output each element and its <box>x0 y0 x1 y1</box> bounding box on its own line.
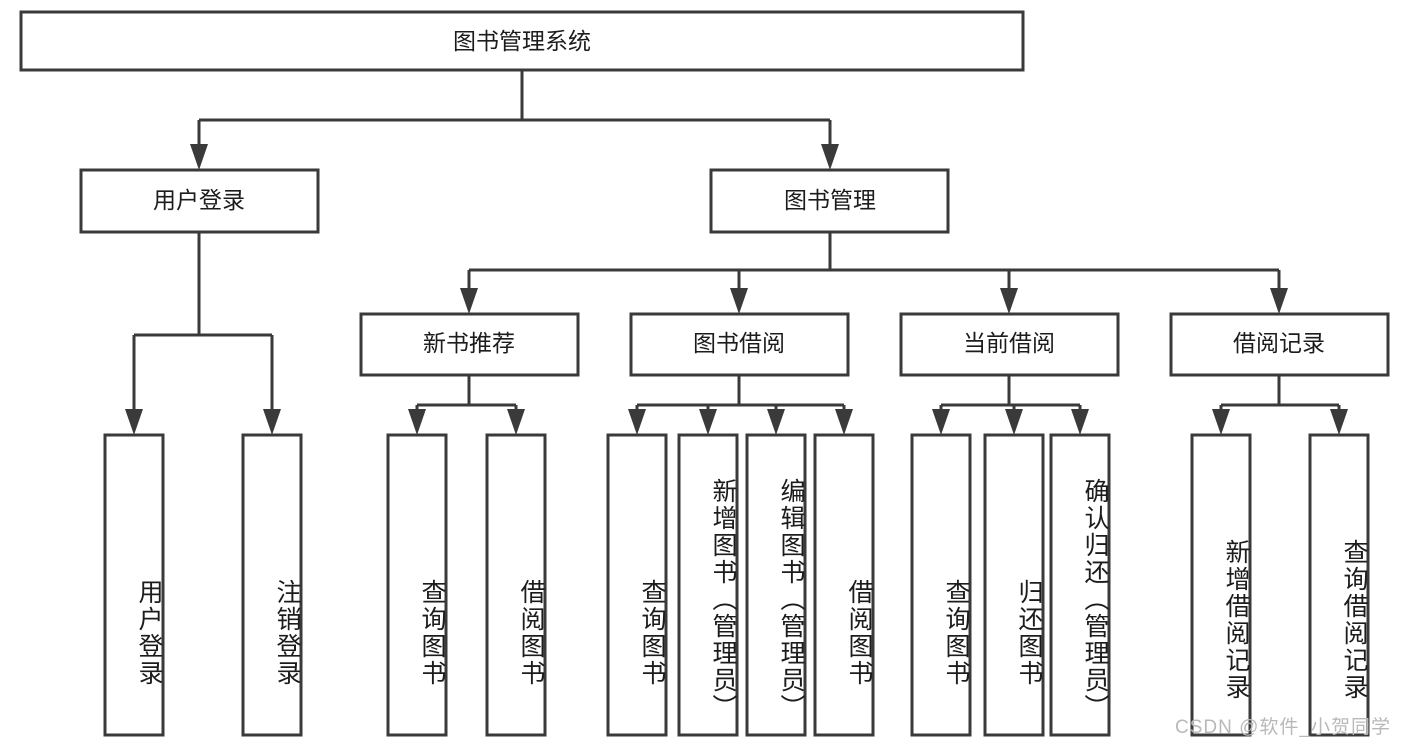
arrow-head-leaf-bb-query <box>628 409 646 435</box>
node-leaf-rec-query-box[interactable] <box>386 433 448 737</box>
node-leaf-cb-query-box[interactable] <box>910 433 972 737</box>
connector-group-user-login-leaves <box>125 232 281 435</box>
node-leaf-br-query-box[interactable] <box>1308 433 1370 737</box>
connector-group-borrow-record-leaves <box>1212 375 1348 435</box>
node-leaf-user-login-box[interactable] <box>103 433 165 737</box>
arrow-head-leaf-user-login <box>125 409 143 435</box>
node-leaf-user-logout-box[interactable] <box>241 433 303 737</box>
node-new-book-rec[interactable]: 新书推荐 <box>359 312 580 377</box>
arrow-head-leaf-cb-return <box>1005 409 1023 435</box>
arrow-head-book-borrow <box>730 288 748 314</box>
node-user-login-label: 用户登录 <box>153 187 245 213</box>
arrow-head-leaf-br-add <box>1212 409 1230 435</box>
csdn-watermark: CSDN @软件_小贺同学 <box>1175 717 1391 738</box>
arrow-head-leaf-cb-query <box>932 409 950 435</box>
node-book-manage-label: 图书管理 <box>784 187 876 213</box>
node-leaf-br-add-box[interactable] <box>1190 433 1252 737</box>
arrow-head-leaf-bb-add <box>699 409 717 435</box>
node-root-label: 图书管理系统 <box>453 28 591 54</box>
connector-group-new-book-rec-leaves <box>408 375 525 435</box>
arrow-head-leaf-rec-borrow <box>507 409 525 435</box>
arrow-head-leaf-cb-confirm <box>1071 409 1089 435</box>
arrow-head-new-book-rec <box>460 288 478 314</box>
arrow-head-leaf-bb-borrow <box>835 409 853 435</box>
node-new-book-rec-label: 新书推荐 <box>423 330 515 356</box>
node-book-borrow[interactable]: 图书借阅 <box>629 312 850 377</box>
arrow-head-borrow-record <box>1270 288 1288 314</box>
node-borrow-record-label: 借阅记录 <box>1233 330 1325 356</box>
node-leaf-bb-edit-box[interactable] <box>745 433 807 737</box>
node-root[interactable]: 图书管理系统 <box>19 10 1025 72</box>
connector-group-current-borrow-leaves <box>932 375 1089 435</box>
node-leaf-bb-add-box[interactable] <box>677 433 739 737</box>
arrow-head-leaf-rec-query <box>408 409 426 435</box>
node-borrow-record-box[interactable] <box>1169 312 1390 377</box>
node-user-login-box[interactable] <box>79 168 320 234</box>
node-book-borrow-label: 图书借阅 <box>693 330 785 356</box>
arrow-head-book-manage <box>821 144 839 170</box>
arrow-head-user-login <box>190 144 208 170</box>
arrow-head-leaf-bb-edit <box>767 409 785 435</box>
node-borrow-record[interactable]: 借阅记录 <box>1169 312 1390 377</box>
node-leaf-cb-confirm-box[interactable] <box>1049 433 1111 737</box>
connector-group-root-to-level2 <box>190 70 839 170</box>
node-current-borrow-box[interactable] <box>899 312 1120 377</box>
node-book-borrow-box[interactable] <box>629 312 850 377</box>
node-user-login[interactable]: 用户登录 <box>79 168 320 234</box>
node-book-manage-box[interactable] <box>709 168 950 234</box>
arrow-head-current-borrow <box>1000 288 1018 314</box>
node-leaf-bb-borrow-box[interactable] <box>813 433 875 737</box>
node-current-borrow[interactable]: 当前借阅 <box>899 312 1120 377</box>
node-leaf-rec-borrow-box[interactable] <box>485 433 547 737</box>
arrow-head-leaf-br-query <box>1330 409 1348 435</box>
arrow-head-leaf-user-logout <box>263 409 281 435</box>
connector-group-book-borrow-leaves <box>628 375 853 435</box>
node-book-manage[interactable]: 图书管理 <box>709 168 950 234</box>
node-leaf-cb-return-box[interactable] <box>983 433 1045 737</box>
node-leaf-bb-query-box[interactable] <box>606 433 668 737</box>
node-current-borrow-label: 当前借阅 <box>963 330 1055 356</box>
node-new-book-rec-box[interactable] <box>359 312 580 377</box>
connector-group-bookmanage-to-level3 <box>460 232 1288 314</box>
node-root-box[interactable] <box>19 10 1025 72</box>
